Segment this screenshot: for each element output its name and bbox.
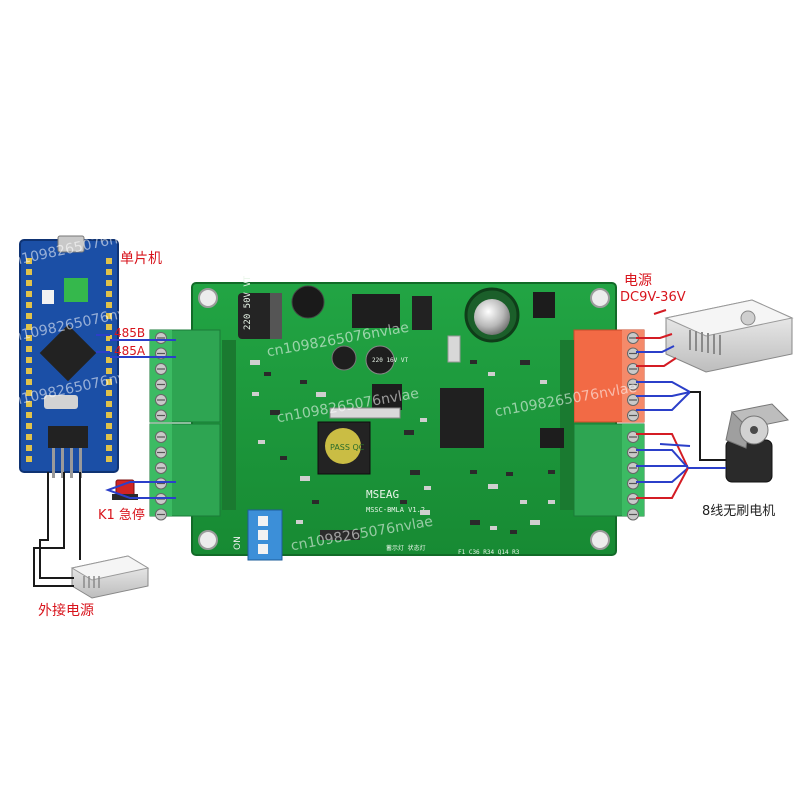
diode: [533, 292, 555, 318]
capacitor-47uf: [412, 296, 432, 330]
capacitor-small-1: [331, 345, 357, 371]
wiring: [33, 333, 726, 587]
cap2-label: 220 16V VT: [372, 357, 409, 364]
capacitor-220uf-50v: 220 50V VT: [238, 275, 282, 339]
rs485-b-label: 485B: [114, 326, 146, 340]
jumper-block: [64, 278, 88, 302]
dip-on-label: ON: [233, 536, 243, 550]
cap1-label: 220 50V VT: [243, 275, 253, 330]
power-range-label: DC9V-36V: [620, 290, 686, 305]
board-brand: MSEAG: [366, 488, 399, 501]
mcu-label: 单片机: [120, 251, 162, 267]
driver-board: 220 50V VT 220 16V VT PASS QC: [149, 275, 645, 561]
right-terminal-screws: [627, 332, 639, 521]
board-silk-1: 蓄示灯 状态灯: [386, 544, 426, 552]
pin-header: [320, 530, 360, 540]
crystal-oscillator: [44, 395, 78, 409]
large-capacitor: [464, 287, 520, 343]
header-strip: [329, 407, 401, 419]
reset-button: [42, 290, 54, 304]
ic-u9: [540, 428, 564, 448]
board-silk-2: F1 C36 R34 Q14 R3: [458, 549, 520, 556]
main-mcu-chip: PASS QC: [317, 421, 371, 475]
motor-label: 8线无刷电机: [702, 504, 776, 519]
voltage-regulator: [352, 294, 400, 328]
ext-power-label: 外接电源: [38, 603, 94, 619]
ic-u3: [372, 384, 402, 410]
smd-components: [250, 360, 555, 534]
power-supply-bottom-left: [70, 555, 150, 599]
mosfet-module: [440, 388, 484, 448]
board-model: MSSC-BMLA V1.2: [366, 506, 425, 514]
crystal: [447, 335, 461, 363]
power-supply-top-right: [664, 299, 794, 373]
estop-label: K1 急停: [98, 508, 145, 523]
rs485-a-label: 485A: [114, 344, 146, 358]
power-arrow: [653, 309, 667, 315]
chip-mark: PASS QC: [330, 443, 365, 452]
mcu-board: [19, 235, 119, 478]
brushless-motor: [725, 403, 790, 483]
inductor: [291, 285, 325, 319]
power-label: 电源: [624, 273, 652, 289]
capacitor-220uf-16v: 220 16V VT: [365, 345, 409, 375]
usb-port: [57, 235, 85, 253]
dip-switch: ON: [233, 509, 283, 561]
swd-header: [48, 426, 88, 448]
